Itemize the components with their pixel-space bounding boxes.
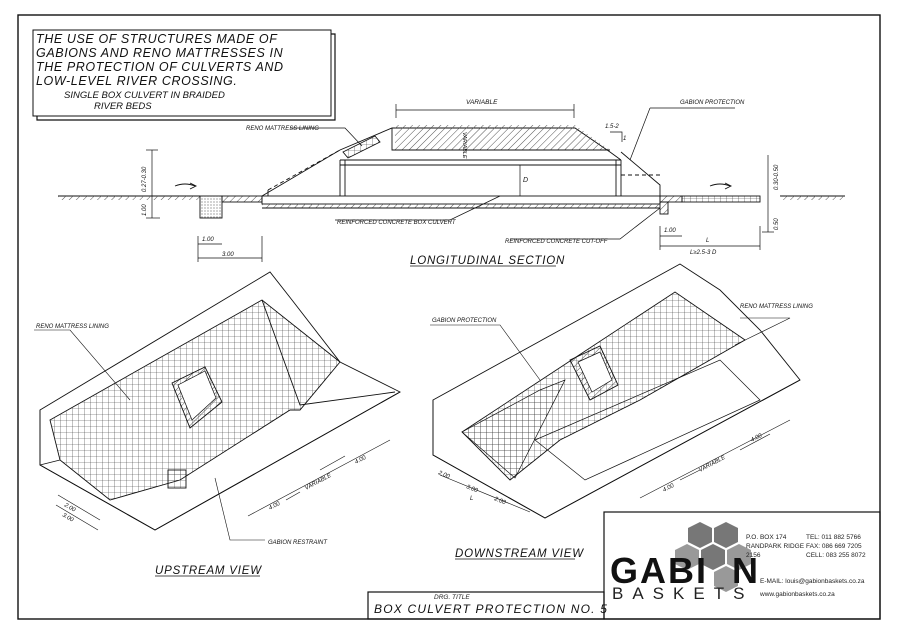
downstream-reno-label: RENO MATTRESS LINING bbox=[740, 304, 813, 310]
company-logo-sub: BASKETS bbox=[612, 584, 754, 603]
upstream-dim-2: 3.00 bbox=[61, 513, 75, 524]
upstream-dim-5: 4.00 bbox=[354, 455, 368, 466]
variable-vertical-label: VARIABLE bbox=[461, 132, 467, 159]
downstream-dim-4: L bbox=[470, 496, 473, 502]
drawing-title-label: DRG. TITLE bbox=[434, 594, 470, 601]
downstream-dim-1: 2.00 bbox=[436, 470, 451, 481]
downstream-dim-2: 3.00 bbox=[465, 484, 479, 494]
upstream-view-title: UPSTREAM VIEW bbox=[155, 565, 262, 577]
title-block-frame bbox=[367, 511, 881, 620]
company-phones: TEL: 011 882 5766 FAX: 086 669 7205 CELL… bbox=[806, 533, 866, 560]
upstream-reno-label: RENO MATTRESS LINING bbox=[36, 324, 109, 330]
upstream-labels: RENO MATTRESS LINING GABION RESTRAINT 2.… bbox=[36, 324, 368, 577]
left-width1-dim: 1.00 bbox=[202, 237, 214, 243]
address-line-1: P.O. BOX 174 bbox=[746, 534, 787, 541]
box-culvert-label: REINFORCED CONCRETE BOX CULVERT bbox=[337, 220, 457, 226]
upstream-dim-4: VARIABLE bbox=[304, 472, 333, 491]
phone-cell: CELL: 083 255 8072 bbox=[806, 552, 866, 559]
header-sub-1: SINGLE BOX CULVERT IN BRAIDED bbox=[64, 90, 225, 101]
downstream-gabion-label: GABION PROTECTION bbox=[432, 318, 497, 324]
downstream-view-title: DOWNSTREAM VIEW bbox=[455, 548, 584, 560]
header-line-2: GABIONS AND RENO MATTRESSES IN bbox=[36, 46, 284, 60]
right-formula-dim: L≥2.5-3 D bbox=[690, 250, 717, 256]
header-sub-2: RIVER BEDS bbox=[94, 101, 152, 112]
header-text: THE USE OF STRUCTURES MADE OF GABIONS AN… bbox=[36, 32, 326, 112]
company-address: P.O. BOX 174 RANDPARK RIDGE 2156 bbox=[746, 533, 804, 560]
downstream-labels: GABION PROTECTION RENO MATTRESS LINING 2… bbox=[432, 304, 813, 560]
address-line-3: 2156 bbox=[746, 552, 761, 559]
reno-lining-label: RENO MATTRESS LINING bbox=[246, 126, 319, 132]
header-line-3: THE PROTECTION OF CULVERTS AND bbox=[36, 60, 284, 74]
left-width2-dim: 3.00 bbox=[222, 252, 234, 258]
right-width1-dim: 1.00 bbox=[664, 228, 676, 234]
right-top-dim: 0.30-0.50 bbox=[774, 164, 780, 190]
depth-label: D bbox=[523, 177, 528, 184]
variable-label: VARIABLE bbox=[466, 99, 498, 106]
right-width2-dim: L bbox=[706, 238, 709, 244]
downstream-dim-6: VARIABLE bbox=[698, 454, 727, 473]
longitudinal-section bbox=[58, 104, 845, 267]
company-email: E-MAIL: louis@gabionbaskets.co.za bbox=[760, 578, 865, 585]
downstream-dim-7: 4.00 bbox=[750, 433, 764, 444]
logo-end: N bbox=[732, 550, 760, 591]
phone-tel: TEL: 011 882 5766 bbox=[806, 534, 861, 541]
slope-label: 1.5-2 bbox=[605, 124, 619, 130]
logo-main: GABI bbox=[610, 550, 708, 591]
upstream-restraint-label: GABION RESTRAINT bbox=[268, 540, 328, 546]
longitudinal-section-title: LONGITUDINAL SECTION bbox=[410, 255, 565, 267]
left-depth-dim: 1.00 bbox=[142, 204, 148, 216]
drawing-title: BOX CULVERT PROTECTION NO. 5 bbox=[374, 602, 609, 616]
hexagon-logo-icon bbox=[675, 522, 751, 592]
downstream-dim-3: 2.00 bbox=[492, 496, 507, 507]
header-box bbox=[32, 29, 332, 117]
header-line-4: LOW-LEVEL RIVER CROSSING. bbox=[36, 74, 238, 88]
left-top-dim: 0.27-0.30 bbox=[142, 166, 148, 192]
company-logo-text: GABI N bbox=[610, 550, 760, 592]
downstream-view-drawing bbox=[430, 263, 801, 560]
phone-fax: FAX: 086 669 7205 bbox=[806, 543, 862, 550]
address-line-2: RANDPARK RIDGE bbox=[746, 543, 805, 550]
company-title-block: GABI N BASKETS bbox=[604, 512, 878, 618]
upstream-dim-1: 2.00 bbox=[62, 502, 77, 514]
downstream-dim-5: 4.00 bbox=[662, 483, 676, 494]
slope-one-label: 1 bbox=[623, 136, 626, 142]
gabion-protection-label: GABION PROTECTION bbox=[680, 100, 745, 106]
section-labels: VARIABLE VARIABLE RENO MATTRESS LINING G… bbox=[142, 99, 780, 267]
upstream-view-drawing bbox=[34, 271, 401, 577]
header-line-1: THE USE OF STRUCTURES MADE OF bbox=[36, 32, 278, 46]
upstream-dim-3: 4.00 bbox=[268, 501, 282, 512]
company-web: www.gabionbaskets.co.za bbox=[760, 591, 835, 598]
right-depth-dim: 0.50 bbox=[774, 218, 780, 230]
cut-off-label: REINFORCED CONCRETE CUT-OFF bbox=[505, 239, 608, 245]
